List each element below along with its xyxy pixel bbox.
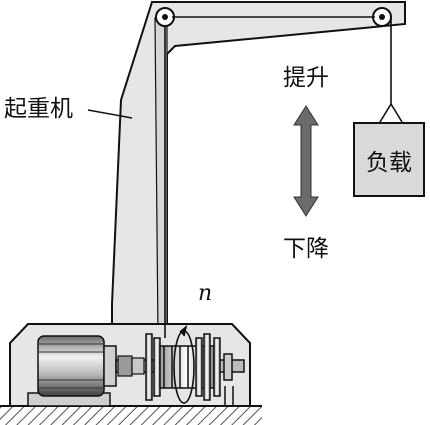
pulley-icon xyxy=(155,7,175,27)
speed-symbol: n xyxy=(198,281,212,306)
ground xyxy=(0,405,262,425)
load-label: 负载 xyxy=(366,150,412,176)
lift-label: 提升 xyxy=(283,65,329,91)
lower-label: 下降 xyxy=(283,236,329,262)
hoist-rope xyxy=(164,16,403,338)
motor-icon xyxy=(27,335,117,407)
pulley-icon xyxy=(372,7,392,27)
crane-label: 起重机 xyxy=(4,96,73,122)
load-box xyxy=(353,122,425,197)
crane-leader-line xyxy=(87,109,133,119)
rotation-arrow-icon xyxy=(173,324,195,404)
winding-drum xyxy=(145,333,234,406)
double-headed-arrow-icon xyxy=(293,105,319,217)
